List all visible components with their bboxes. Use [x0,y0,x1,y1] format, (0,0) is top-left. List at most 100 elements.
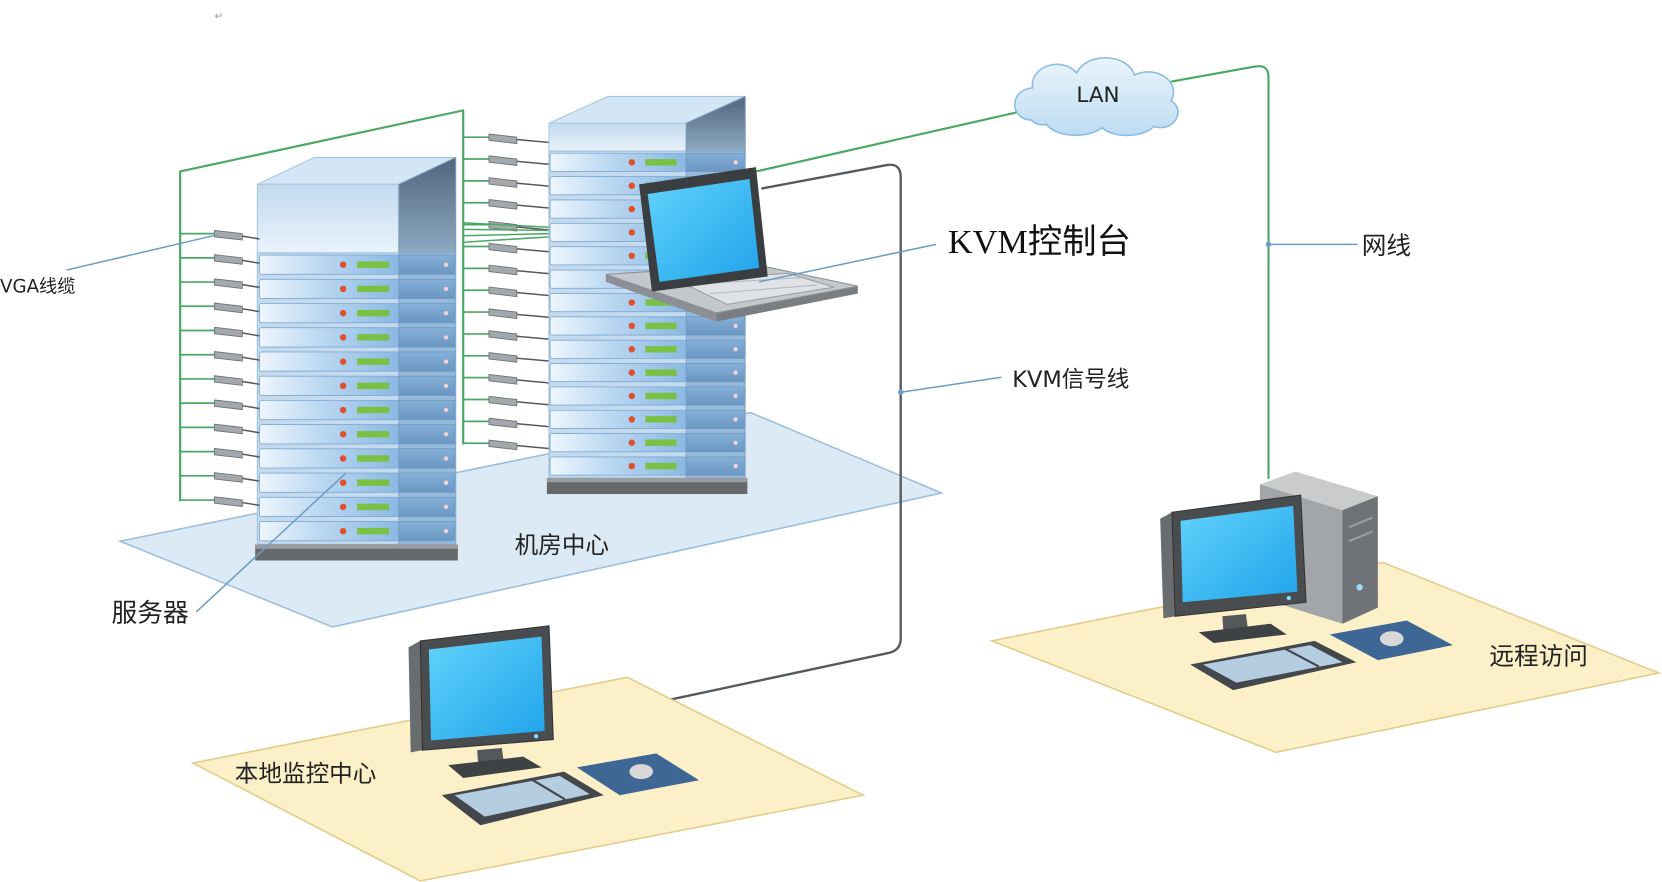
vga-connector-lead [514,291,551,297]
server-power-led [628,229,635,236]
left-rack-servers [259,254,456,542]
remote-mouse [1379,631,1404,647]
server-power-led [628,322,635,330]
server-unit [259,496,456,517]
server-status-bar [357,479,390,486]
remote-monitor-screen [1180,505,1298,603]
remote-tower-drive-bay [1348,530,1373,543]
server-unit [549,433,745,453]
local-keyboard-keys [454,775,590,817]
vga-connector-lead [240,307,260,313]
remote-access-label: 远程访问 [1489,641,1588,670]
server-unit [259,254,456,275]
vga-connector-lead [240,356,260,361]
vga-connector [488,373,518,385]
vga-cable-bundle [462,222,551,243]
vga-connector [214,326,243,338]
vga-connector-lead [240,501,260,507]
vga-connector-lead [514,247,551,253]
server-status-bar [357,382,390,390]
server-status-bar [645,346,677,353]
vga-connector-lead [514,160,551,166]
server-side-panel [398,448,456,469]
remote-monitor-base [1198,623,1287,644]
server-unit [259,303,456,324]
server-side-panel [685,339,745,359]
server-side-panel [398,521,456,542]
local-monitor-screen [428,636,545,741]
server-unit [549,456,745,476]
server-side-panel [398,496,456,517]
server-power-led [628,439,635,446]
server-unit [259,472,456,493]
server-unit [259,327,456,348]
console-tray-side [605,274,717,322]
server-side-indicator [443,432,449,437]
vga-connector-lead [514,182,551,188]
vga-cable-trunk [179,109,465,502]
vga-connector-lead [240,453,260,458]
vga-connector [488,177,518,188]
corner-return-mark: ↵ [214,9,223,22]
kvm-signal-line-leader [900,376,1002,393]
vga-cabling [179,109,465,502]
console-screen [647,178,760,282]
console-key-row [709,284,818,295]
kvm-signal-line-leader-dot [898,389,904,395]
server-unit [259,399,456,421]
rack-body-side [398,252,457,545]
server-unit [549,152,745,172]
vga-connector [488,133,518,145]
vga-connector-lead [514,138,551,144]
server-power-led [339,285,347,293]
server-side-panel [685,386,745,406]
server-side-indicator [733,417,738,422]
vga-cable-bundle-line [462,236,551,243]
left-rack-vga-connectors [179,229,260,507]
server-power-led [628,369,635,376]
network-cable-label: 网线 [1362,231,1411,260]
server-side-indicator [443,311,449,316]
server-unit [549,363,745,383]
vga-connector [214,375,243,386]
vga-connector [214,423,243,435]
vga-connector-lead [514,422,551,428]
server-status-bar [645,392,677,400]
vga-connector [488,352,518,363]
server-side-indicator [443,359,449,364]
local-monitor-back [408,640,423,753]
server-status-bar [357,431,390,438]
server-status-bar [357,309,390,317]
vga-connector-lead [240,259,260,264]
server-power-led [339,261,347,268]
server-power-led [628,205,635,213]
server-side-indicator [443,456,449,461]
vga-connector [214,302,243,314]
vga-connector [214,472,243,483]
vga-connector-lead [514,444,551,450]
server-side-panel [398,399,456,421]
server-side-panel [685,363,745,383]
network-cable-leader-dot [1265,241,1272,248]
server-power-led [339,382,347,390]
server-power-led [628,462,635,470]
server-side-indicator [443,335,449,340]
right-rack-vga-connectors [462,133,551,451]
vga-connector-lead [240,331,260,337]
server-unit [259,278,456,300]
remote-keyboard-divider [1284,647,1320,668]
vga-cable-leader [66,233,218,271]
kvm-console-label: KVM控制台 [948,223,1131,261]
server-room-floor [117,411,945,628]
server-side-indicator [443,528,449,534]
server-power-led [339,455,347,462]
server-unit [259,424,456,445]
vga-connector [488,199,518,210]
server-side-indicator [443,383,449,388]
remote-tower-top [1259,471,1378,511]
server-side-indicator [733,393,738,399]
kvm-signal-line [623,163,902,711]
server-side-indicator [733,463,738,469]
server-side-panel [685,456,745,476]
local-mouse [629,764,654,780]
